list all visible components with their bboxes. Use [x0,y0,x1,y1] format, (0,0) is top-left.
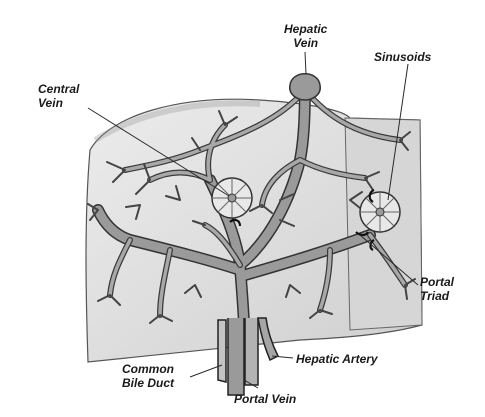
label-hepatic-vein: Hepatic Vein [284,22,327,50]
label-portal-vein: Portal Vein [234,392,296,406]
lobule-right [360,192,400,232]
label-central-vein: Central Vein [38,82,79,110]
label-portal-triad: Portal Triad [420,275,454,303]
label-hepatic-artery: Hepatic Artery [296,352,378,366]
label-sinusoids: Sinusoids [374,50,431,64]
hepatic-vein-outlet [290,74,321,100]
leader-common-bile-duct [190,365,222,377]
label-common-bile-duct: Common Bile Duct [122,362,174,390]
lobule-left [212,178,252,218]
leader-hepatic-vein [305,52,306,74]
